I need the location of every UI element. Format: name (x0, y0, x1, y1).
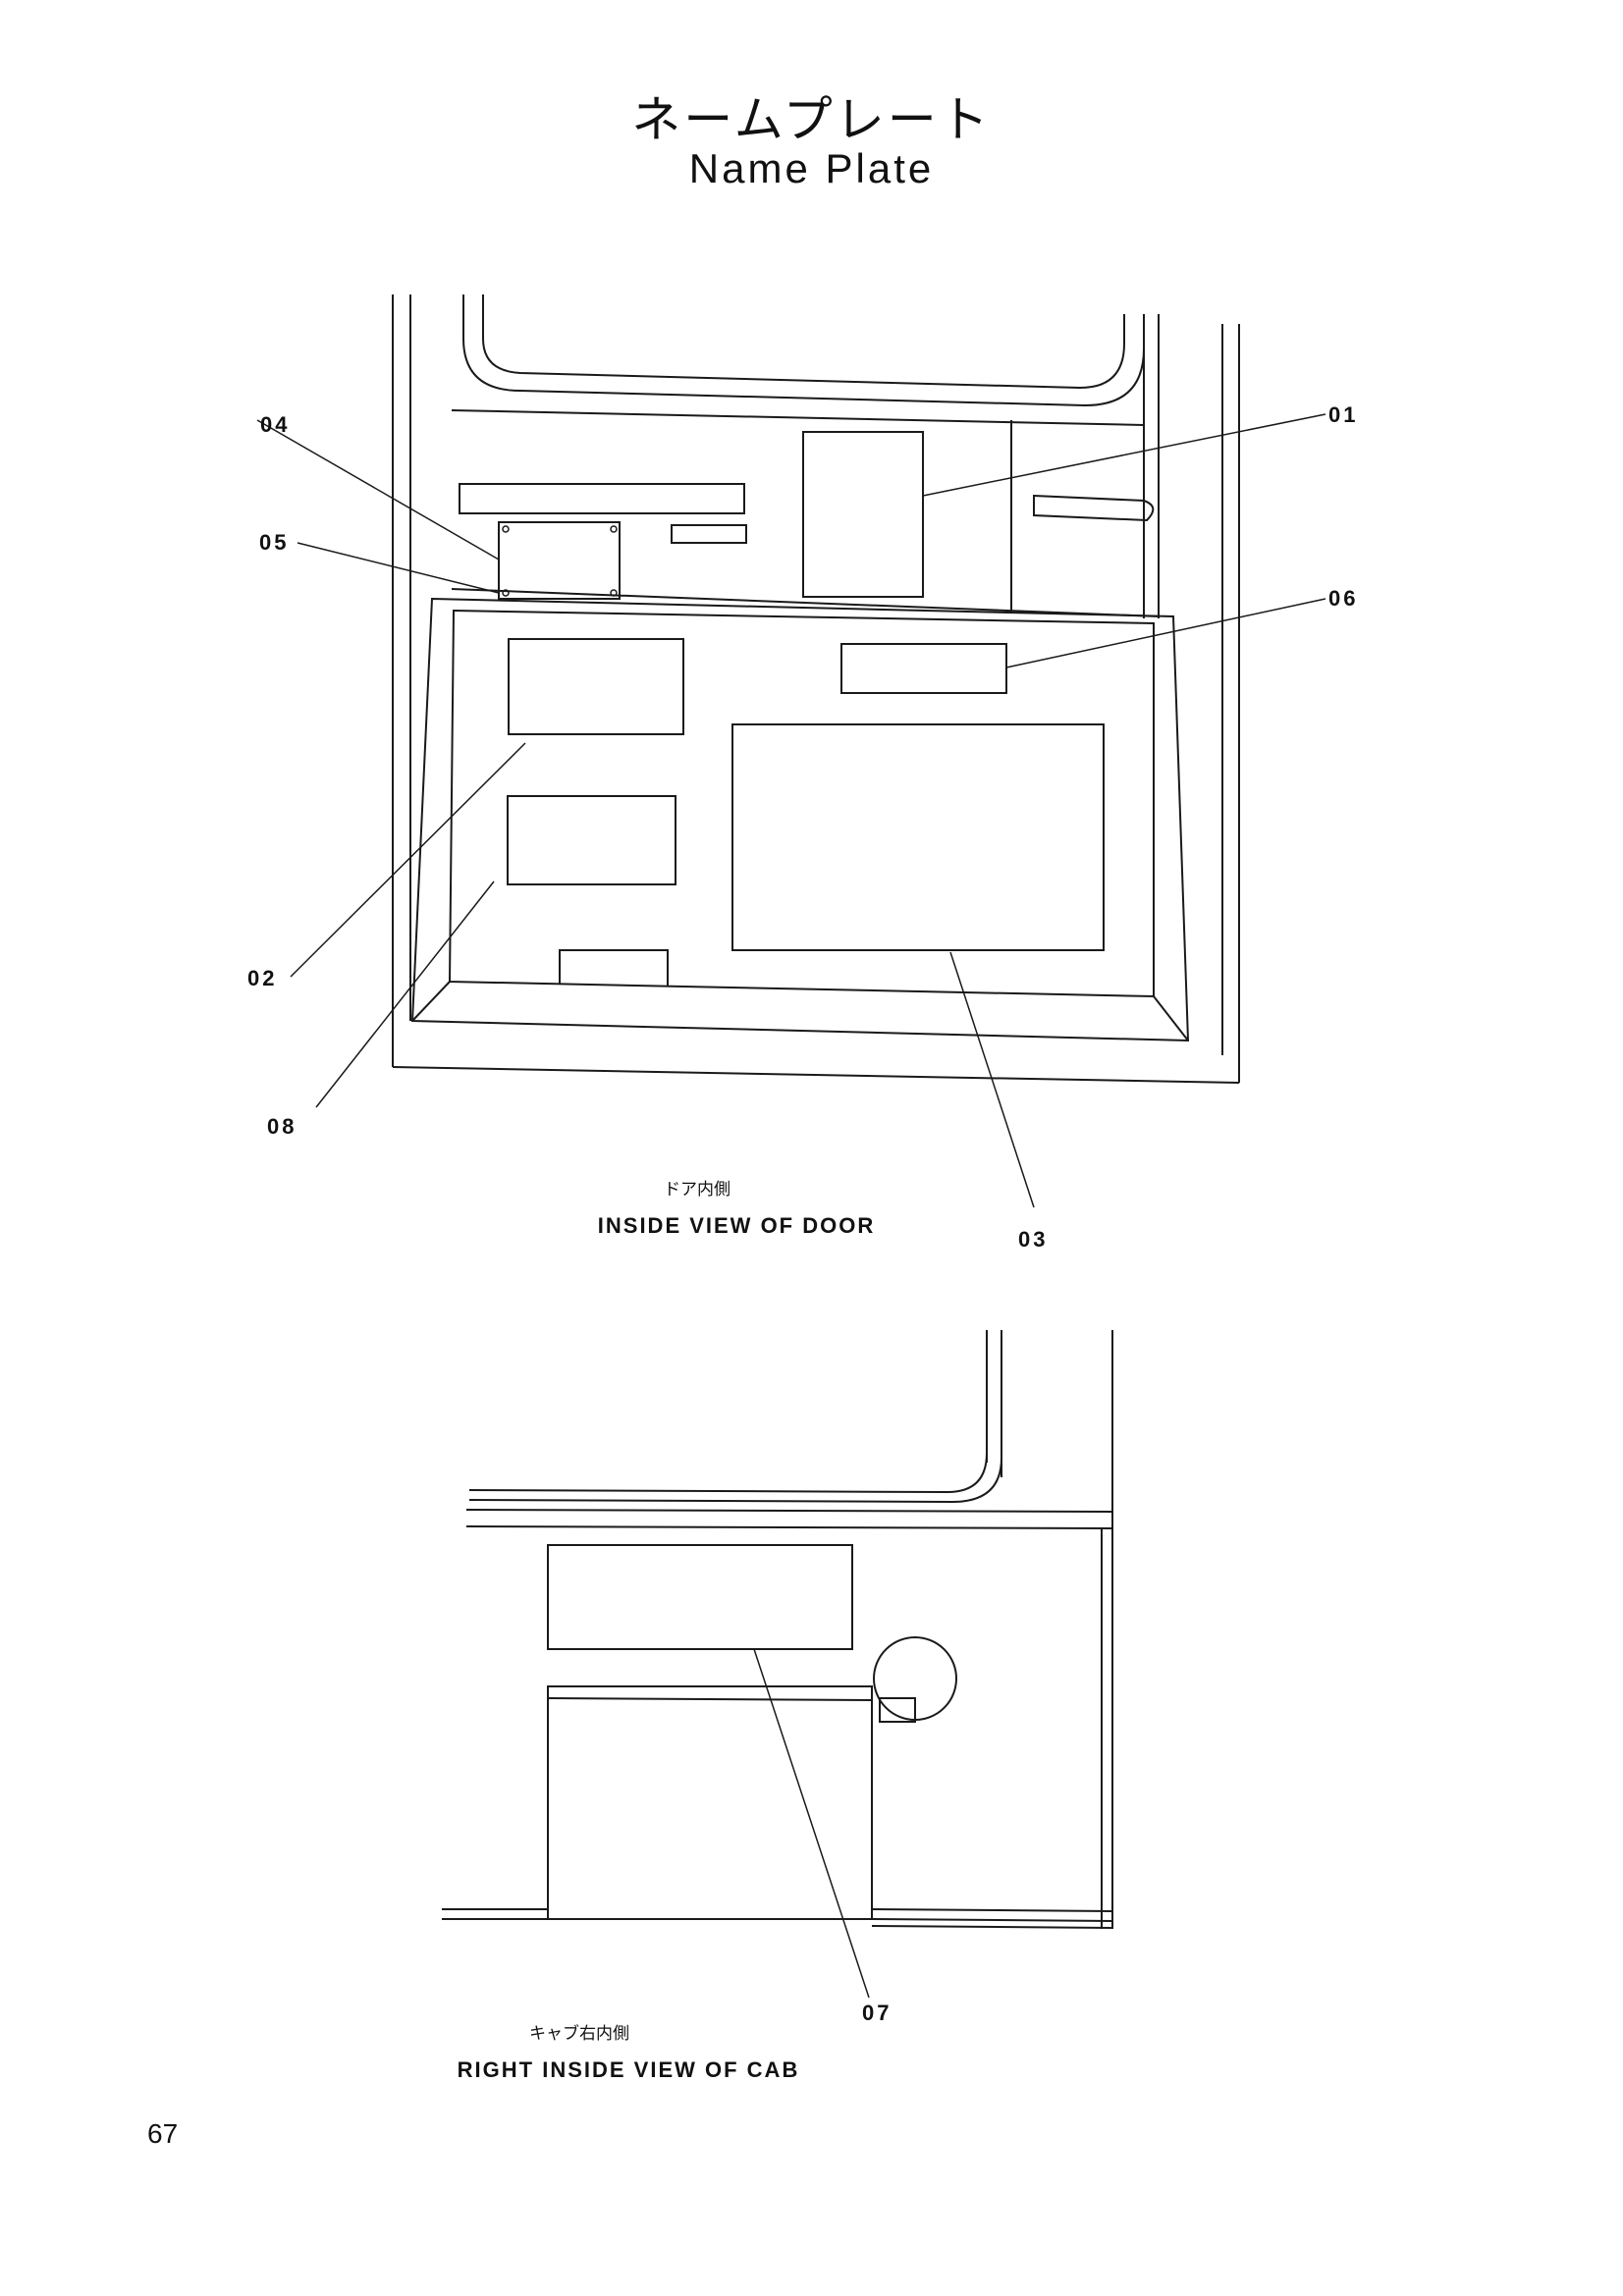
callout-04: 04 (260, 412, 291, 437)
callout-02: 02 (247, 966, 278, 990)
page-title-english: Name Plate (688, 145, 935, 191)
cab-caption-japanese: キャブ右内側 (529, 2024, 629, 2044)
callout-08: 08 (267, 1114, 298, 1139)
cab-caption-english: RIGHT INSIDE VIEW OF CAB (457, 2057, 800, 2082)
callout-06: 06 (1328, 586, 1359, 611)
door-caption-english: INSIDE VIEW OF DOOR (597, 1213, 876, 1238)
page-number: 67 (147, 2118, 179, 2149)
callout-07: 07 (862, 2001, 893, 2025)
door-caption-japanese: ドア内側 (664, 1180, 730, 1200)
callout-03: 03 (1018, 1227, 1049, 1252)
door-inside-view-diagram (256, 294, 1326, 1208)
page-title-japanese: ネームプレート (631, 91, 992, 148)
callout-01: 01 (1328, 402, 1359, 427)
callout-05: 05 (259, 530, 290, 555)
